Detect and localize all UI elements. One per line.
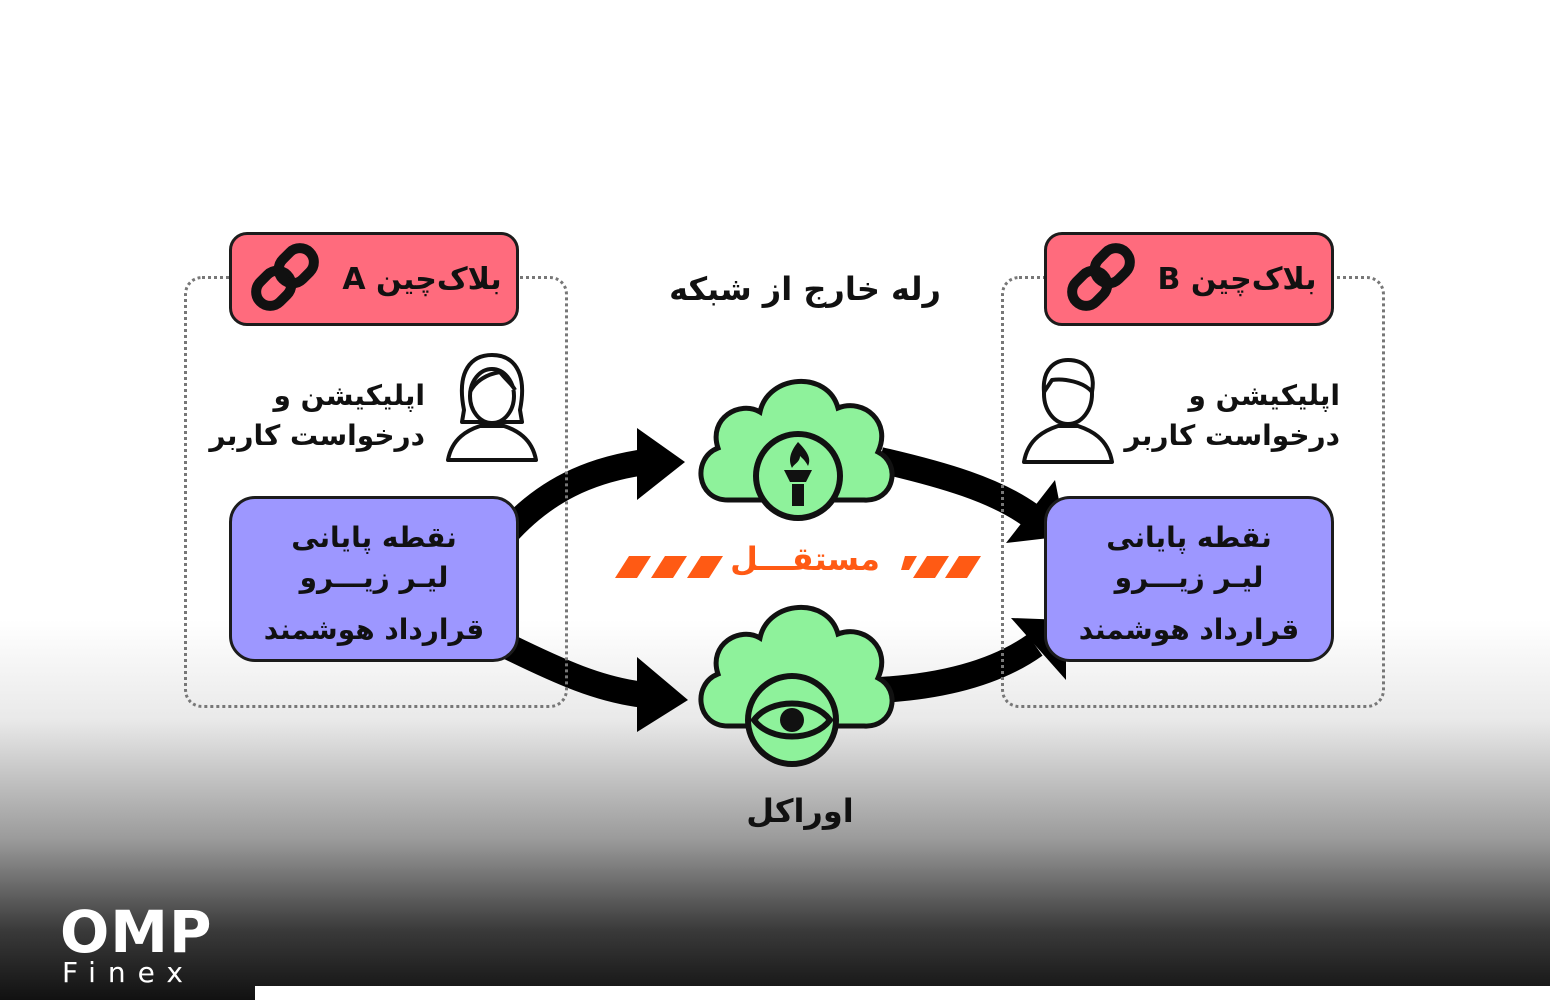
bottom-bar [255, 986, 1550, 1000]
endpoint-b-line2: لیـر زیـــرو [1114, 561, 1264, 594]
oracle-label: اوراکل [746, 792, 854, 830]
endpoint-a-box: نقطه پایانی لیـر زیـــرو قرارداد هوشمند [229, 496, 519, 662]
chain-link-icon [1062, 238, 1140, 320]
female-user-icon [442, 350, 542, 466]
barrier-stripes-right [901, 556, 981, 578]
user-request-a-line2: درخواست کاربر [209, 419, 425, 452]
cloud-torch-icon [688, 360, 900, 536]
chain-link-icon [246, 238, 324, 320]
user-request-a-line1: اپلیکیشن و [273, 379, 425, 412]
relay-label: رله خارج از شبکه [669, 270, 941, 308]
cloud-eye-icon [688, 598, 900, 778]
endpoint-b-line1: نقطه پایانی [1106, 521, 1272, 554]
brand-logo: OMP [60, 898, 213, 966]
user-request-b-line1: اپلیکیشن و [1188, 379, 1340, 412]
brand-sub: Finex [62, 956, 195, 989]
user-request-b-line2: درخواست کاربر [1124, 419, 1340, 452]
user-request-a-text: اپلیکیشن و درخواست کاربر [200, 376, 425, 456]
blockchain-a-header: بلاک‌چین A [229, 232, 519, 326]
blockchain-b-header: بلاک‌چین B [1044, 232, 1334, 326]
barrier-stripes-left [615, 556, 723, 578]
endpoint-b-box: نقطه پایانی لیـر زیـــرو قرارداد هوشمند [1044, 496, 1334, 662]
blockchain-a-title: بلاک‌چین A [342, 261, 502, 297]
endpoint-b-line3: قرارداد هوشمند [1078, 613, 1300, 646]
independent-label: مستقـــل [730, 540, 880, 578]
endpoint-a-line3: قرارداد هوشمند [263, 613, 485, 646]
male-user-icon [1018, 352, 1118, 468]
blockchain-b-title: بلاک‌چین B [1157, 261, 1317, 297]
user-request-b-text: اپلیکیشن و درخواست کاربر [1120, 376, 1340, 456]
endpoint-a-line2: لیـر زیـــرو [299, 561, 449, 594]
endpoint-a-line1: نقطه پایانی [291, 521, 457, 554]
